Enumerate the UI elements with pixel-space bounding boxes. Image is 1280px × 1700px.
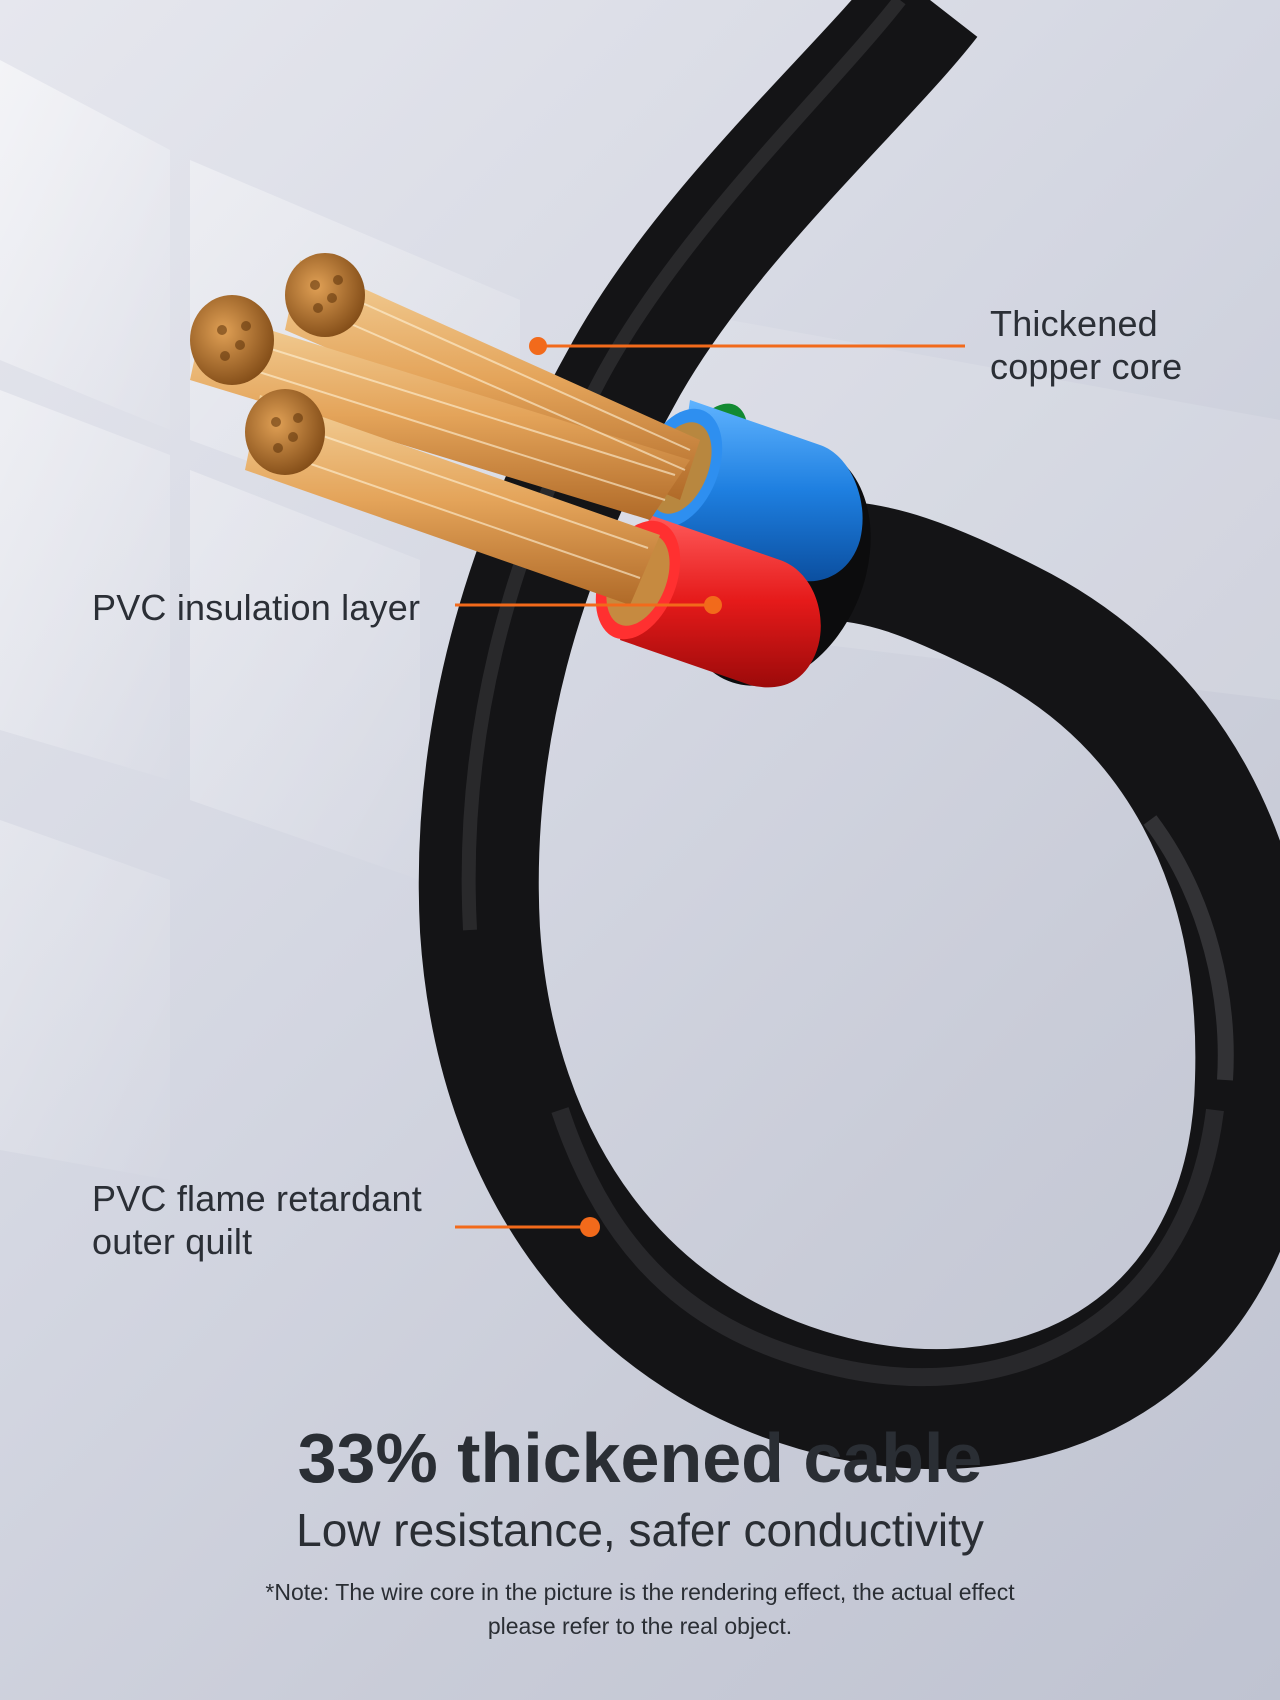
outer-sheath-label: PVC flame retardant outer quilt <box>92 1178 422 1262</box>
headline-title: 33% thickened cable <box>297 1419 983 1497</box>
callout-copper-core <box>529 337 965 355</box>
disclaimer-note: *Note: The wire core in the picture is t… <box>265 1579 1015 1639</box>
insulation-layer-label: PVC insulation layer <box>92 587 421 628</box>
callout-outer-sheath <box>455 1217 600 1237</box>
outer-sheath-cable <box>418 0 1280 1469</box>
insulated-conductors <box>595 400 863 688</box>
copper-core-label: Thickened copper core <box>990 303 1183 387</box>
copper-strands <box>190 253 700 605</box>
callout-insulation <box>455 596 722 614</box>
headline-subtitle: Low resistance, safer conductivity <box>296 1504 984 1556</box>
